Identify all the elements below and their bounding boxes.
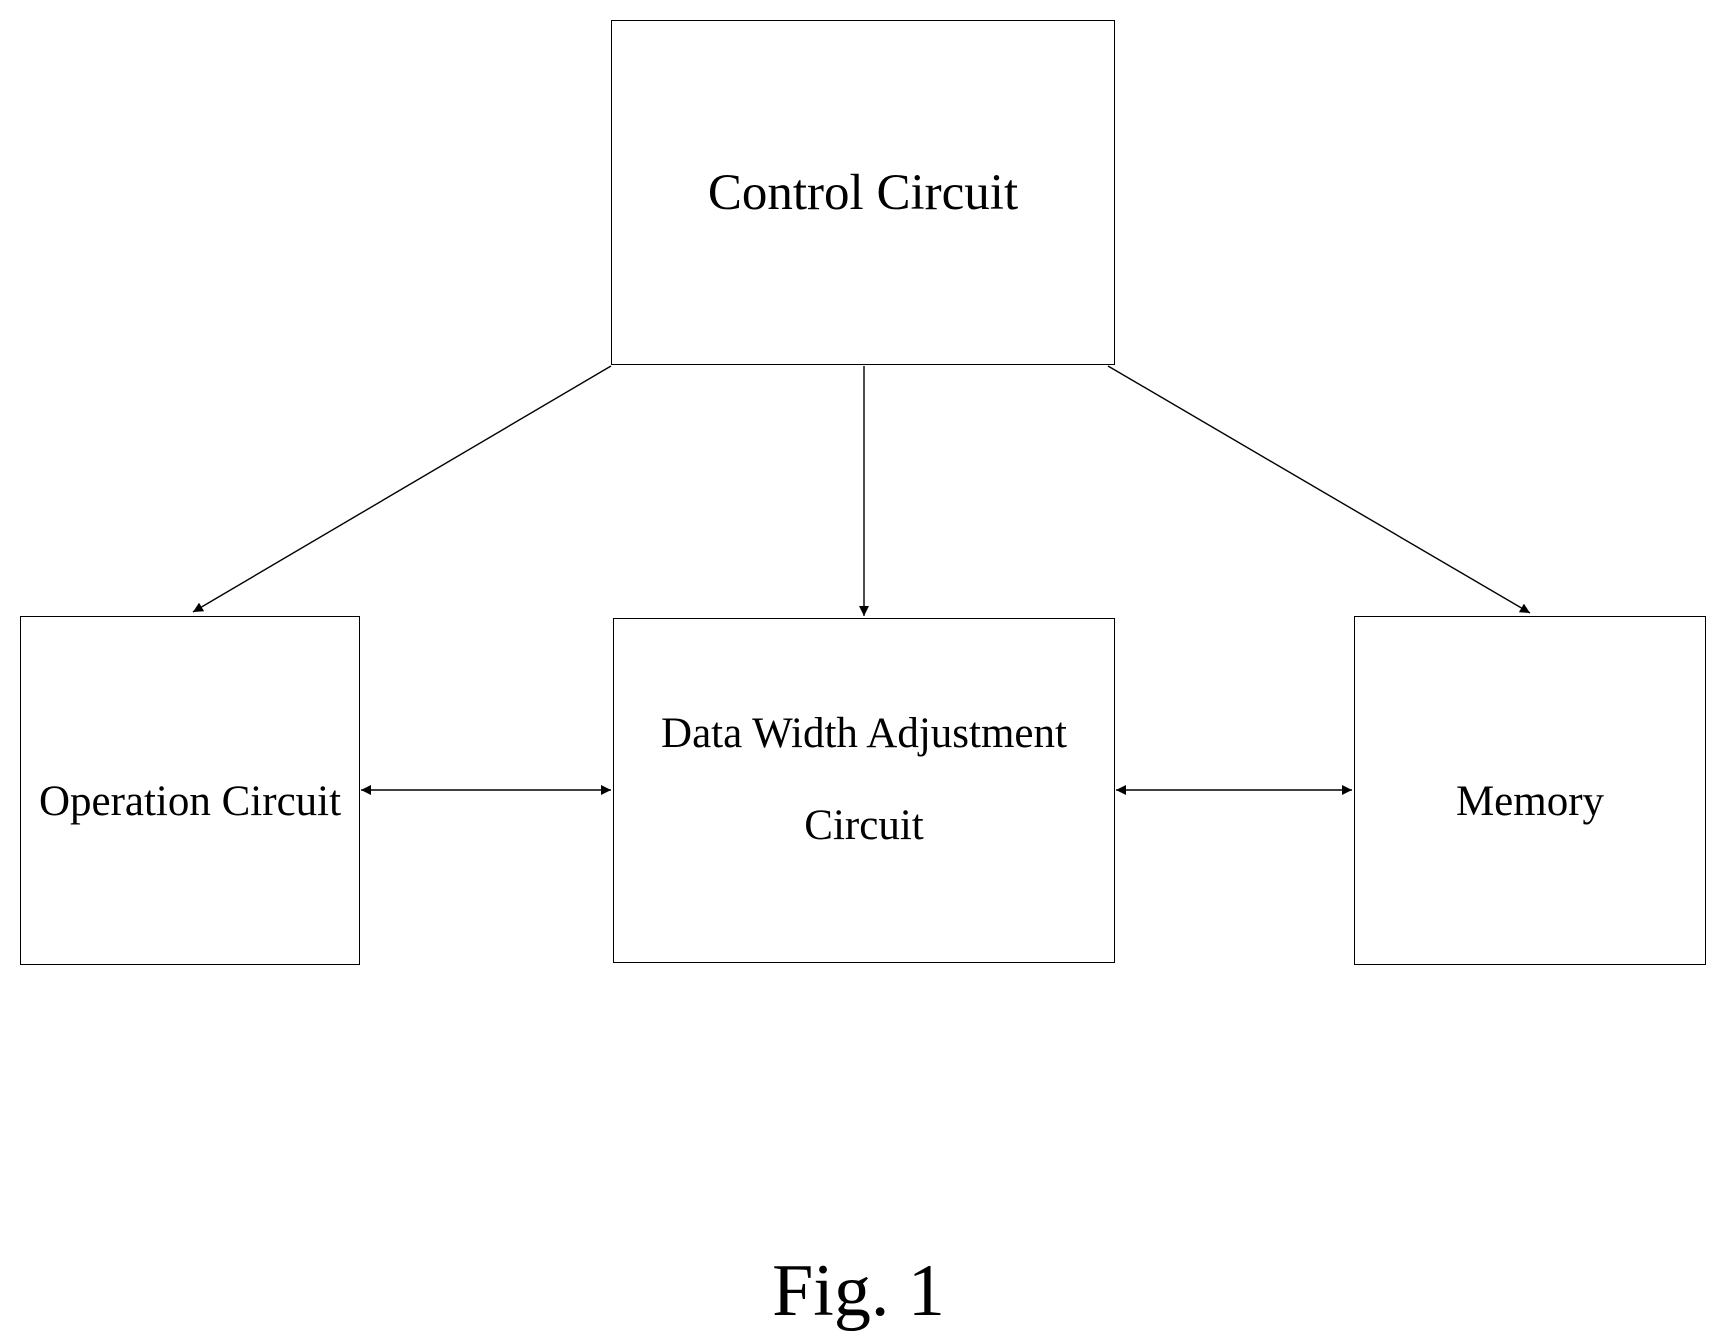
memory-label: Memory bbox=[1355, 780, 1705, 823]
figure-caption: Fig. 1 bbox=[0, 1254, 1717, 1328]
data-width-adjustment-circuit-block: Data Width Adjustment Circuit bbox=[613, 618, 1115, 963]
arrow-control-to-memory bbox=[1108, 366, 1530, 613]
operation-circuit-block: Operation Circuit bbox=[20, 616, 360, 965]
control-circuit-block: Control Circuit bbox=[611, 20, 1115, 365]
arrow-control-to-operation bbox=[193, 366, 611, 612]
control-circuit-label: Control Circuit bbox=[612, 168, 1114, 219]
operation-circuit-label: Operation Circuit bbox=[21, 780, 359, 823]
data-width-adjustment-label-line2: Circuit bbox=[614, 804, 1114, 847]
data-width-adjustment-label-line1: Data Width Adjustment bbox=[614, 712, 1114, 755]
memory-block: Memory bbox=[1354, 616, 1706, 965]
